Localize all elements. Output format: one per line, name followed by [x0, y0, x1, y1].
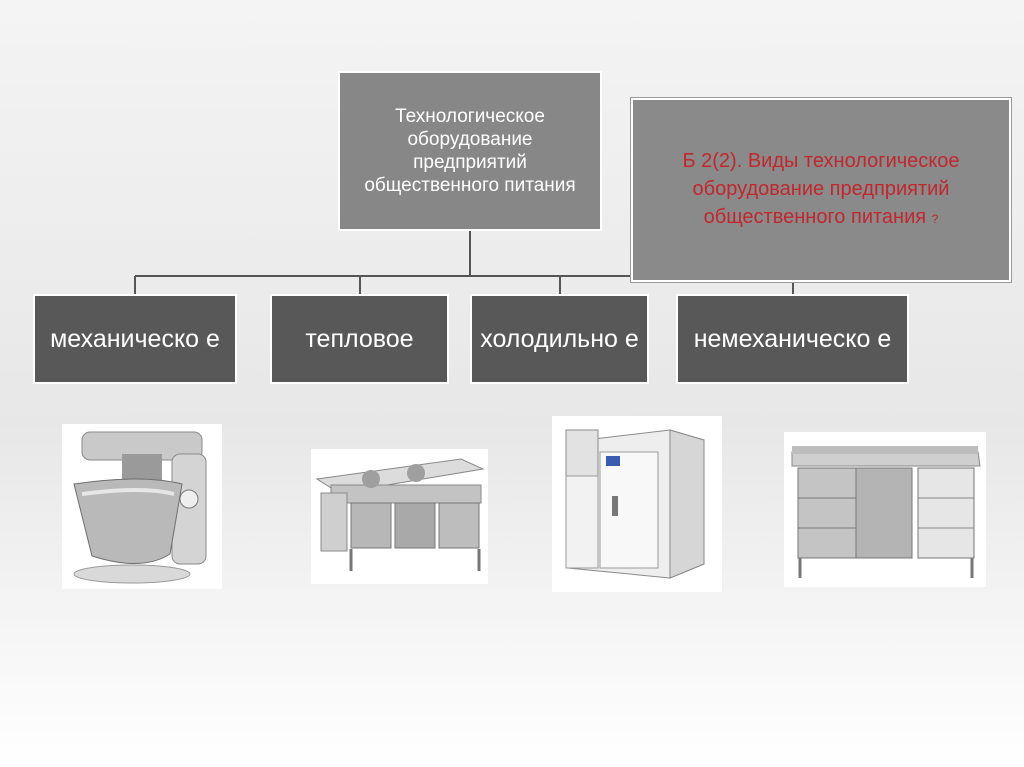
question-text: Б 2(2). Виды технологическое оборудовани…: [647, 147, 995, 233]
cold-room-icon: [552, 416, 722, 592]
category-label: холодильно е: [480, 325, 639, 353]
stand-mixer-icon: [62, 424, 222, 589]
question-label: Б 2(2). Виды технологическое оборудовани…: [682, 150, 960, 228]
stove-range-icon: [311, 449, 488, 584]
category-label: тепловое: [305, 325, 414, 353]
root-node: Технологическое оборудование предприятий…: [338, 71, 602, 231]
root-label: Технологическое оборудование предприятий…: [364, 106, 576, 196]
question-mark: ?: [931, 212, 939, 226]
category-label: механическо е: [50, 325, 220, 353]
steel-cabinet-icon: [784, 432, 986, 587]
category-label: немеханическо е: [693, 325, 892, 353]
category-refrigeration: холодильно е: [470, 294, 649, 384]
question-box: Б 2(2). Виды технологическое оборудовани…: [631, 98, 1011, 282]
category-thermal: тепловое: [270, 294, 449, 384]
category-mechanical: механическо е: [33, 294, 237, 384]
category-non-mechanical: немеханическо е: [676, 294, 909, 384]
